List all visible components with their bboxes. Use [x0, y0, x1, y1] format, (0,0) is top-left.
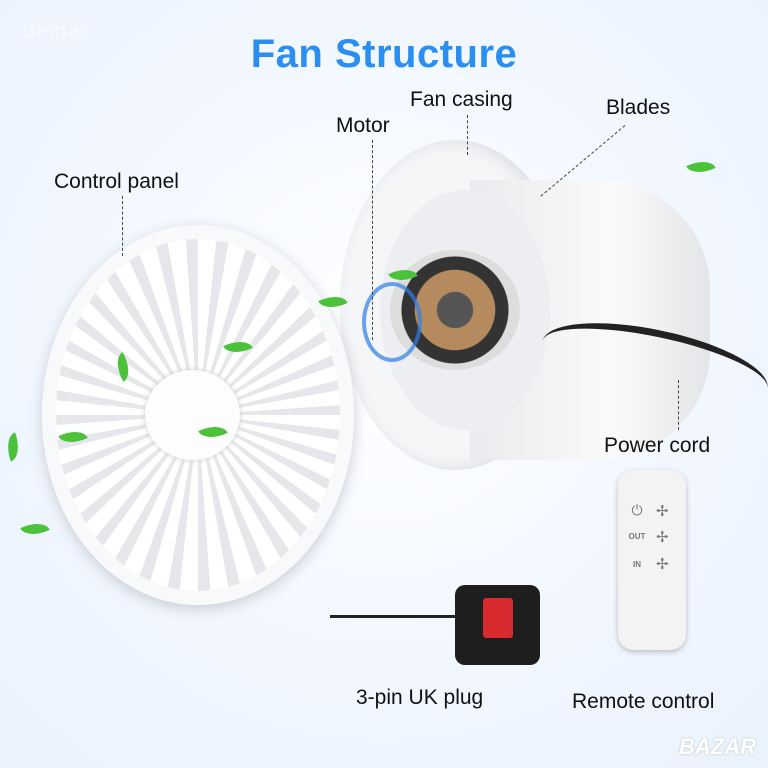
plug-cable [330, 615, 470, 618]
label-motor: Motor [336, 114, 390, 137]
label-fan-casing: Fan casing [410, 88, 513, 111]
label-plug: 3-pin UK plug [356, 686, 484, 709]
fan-speed-low-button[interactable]: ✢ [656, 503, 669, 520]
leader-line [372, 140, 373, 340]
leader-line [678, 380, 679, 430]
watermark: demar [22, 18, 89, 43]
fan-speed-mid-button[interactable]: ✢ [656, 529, 669, 546]
out-button[interactable]: OUT [628, 532, 646, 541]
leader-line [467, 115, 468, 155]
label-remote: Remote control [572, 690, 715, 713]
fan-speed-high-button[interactable]: ✢ [656, 556, 669, 573]
motor-glow-rings [362, 282, 422, 362]
page-title: Fan Structure [250, 32, 518, 76]
watermark-logo: BAZAR [679, 734, 756, 759]
leaf-icon [1, 432, 25, 462]
plug-fuse [483, 598, 513, 638]
leader-line [122, 196, 123, 256]
leaf-icon [686, 155, 716, 179]
power-button[interactable]: ⏻ [631, 502, 643, 518]
remote-control: ⏻ OUT IN ✢ ✢ ✢ [618, 470, 686, 650]
label-power-cord: Power cord [604, 434, 711, 457]
label-control-panel: Control panel [54, 170, 179, 193]
in-button[interactable]: IN [633, 560, 641, 569]
leaf-icon [20, 517, 50, 541]
control-panel-hub [145, 370, 240, 460]
label-blades: Blades [606, 96, 671, 119]
